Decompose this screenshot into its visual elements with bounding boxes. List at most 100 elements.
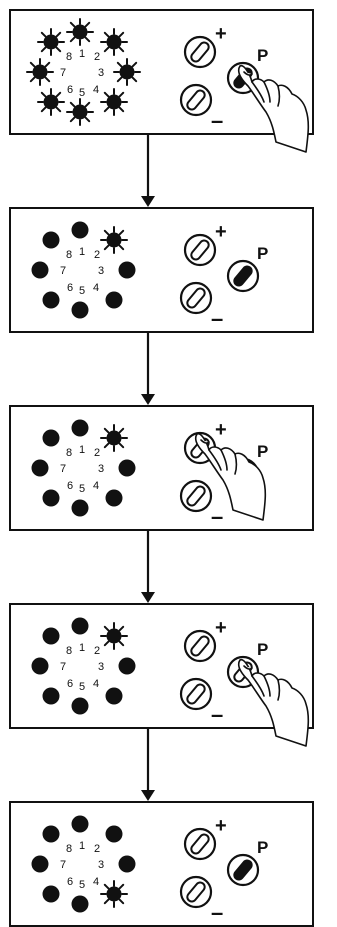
- led-number-3: 3: [98, 265, 104, 277]
- led-8-off: [42, 231, 60, 249]
- led-6-off: [42, 687, 60, 705]
- led-number-6: 6: [67, 678, 73, 690]
- led-4-off: [105, 291, 123, 309]
- led-number-5: 5: [79, 681, 85, 693]
- plus-label: +: [215, 815, 227, 837]
- led-number-4: 4: [93, 480, 99, 492]
- plus-button[interactable]: [183, 827, 217, 861]
- led-8-off: [42, 627, 60, 645]
- led-8-lit: [37, 28, 65, 56]
- led-number-1: 1: [79, 246, 85, 258]
- led-number-7: 7: [60, 265, 66, 277]
- led-number-3: 3: [98, 661, 104, 673]
- down-arrow-icon: [141, 332, 155, 405]
- program-label: P: [257, 640, 268, 659]
- led-6-off: [42, 291, 60, 309]
- led-number-4: 4: [93, 282, 99, 294]
- led-8-off: [42, 429, 60, 447]
- led-4-off: [105, 687, 123, 705]
- program-button[interactable]: [226, 853, 260, 887]
- panel-frame: [9, 603, 314, 729]
- led-number-2: 2: [94, 249, 100, 261]
- down-arrow-icon: [141, 134, 155, 207]
- led-number-5: 5: [79, 87, 85, 99]
- minus-button[interactable]: [179, 677, 213, 711]
- led-7-off: [31, 855, 49, 873]
- led-number-5: 5: [79, 483, 85, 495]
- led-number-8: 8: [66, 249, 72, 261]
- down-arrow-icon: [141, 728, 155, 801]
- pressing-hand-icon: [194, 432, 267, 521]
- led-4-off: [105, 489, 123, 507]
- program-label: P: [257, 244, 268, 263]
- led-4-lit: [100, 88, 128, 116]
- led-number-6: 6: [67, 282, 73, 294]
- led-6-off: [42, 489, 60, 507]
- led-8-off: [42, 825, 60, 843]
- led-3-off: [118, 261, 136, 279]
- led-number-7: 7: [60, 463, 66, 475]
- led-2-lit: [100, 622, 128, 650]
- program-label: P: [257, 46, 268, 65]
- panel-frame: [9, 9, 314, 135]
- minus-button[interactable]: [179, 281, 213, 315]
- led-1-lit: [66, 18, 94, 46]
- minus-button[interactable]: [179, 875, 213, 909]
- program-label: P: [257, 838, 268, 857]
- led-3-off: [118, 657, 136, 675]
- led-1-off: [71, 419, 89, 437]
- led-number-3: 3: [98, 463, 104, 475]
- pressing-hand-icon: [237, 658, 310, 747]
- led-number-8: 8: [66, 645, 72, 657]
- led-number-3: 3: [98, 67, 104, 79]
- led-number-1: 1: [79, 444, 85, 456]
- led-number-7: 7: [60, 661, 66, 673]
- led-2-lit: [100, 226, 128, 254]
- led-number-8: 8: [66, 51, 72, 63]
- plus-button[interactable]: [183, 629, 217, 663]
- led-3-off: [118, 459, 136, 477]
- led-number-8: 8: [66, 447, 72, 459]
- pressing-hand-icon: [237, 64, 310, 153]
- led-3-off: [118, 855, 136, 873]
- led-number-2: 2: [94, 51, 100, 63]
- led-7-off: [31, 459, 49, 477]
- led-5-off: [71, 499, 89, 517]
- down-arrow-icon: [141, 530, 155, 603]
- led-number-5: 5: [79, 285, 85, 297]
- led-2-off: [105, 825, 123, 843]
- led-number-5: 5: [79, 879, 85, 891]
- minus-button[interactable]: [179, 479, 213, 513]
- led-6-off: [42, 885, 60, 903]
- plus-button[interactable]: [183, 35, 217, 69]
- plus-button[interactable]: [183, 233, 217, 267]
- led-6-lit: [37, 88, 65, 116]
- led-number-4: 4: [93, 678, 99, 690]
- plus-label: +: [215, 23, 227, 45]
- panel-frame: [9, 207, 314, 333]
- led-1-off: [71, 617, 89, 635]
- panel-frame: [9, 405, 314, 531]
- led-number-4: 4: [93, 876, 99, 888]
- led-2-lit: [100, 424, 128, 452]
- led-number-1: 1: [79, 840, 85, 852]
- led-number-2: 2: [94, 843, 100, 855]
- led-7-off: [31, 261, 49, 279]
- minus-label: –: [211, 504, 223, 529]
- led-1-off: [71, 815, 89, 833]
- program-button[interactable]: [226, 259, 260, 293]
- led-5-off: [71, 301, 89, 319]
- minus-label: –: [211, 108, 223, 133]
- minus-label: –: [211, 702, 223, 727]
- led-5-off: [71, 895, 89, 913]
- plus-label: +: [215, 221, 227, 243]
- minus-label: –: [211, 306, 223, 331]
- minus-button[interactable]: [179, 83, 213, 117]
- plus-label: +: [215, 419, 227, 441]
